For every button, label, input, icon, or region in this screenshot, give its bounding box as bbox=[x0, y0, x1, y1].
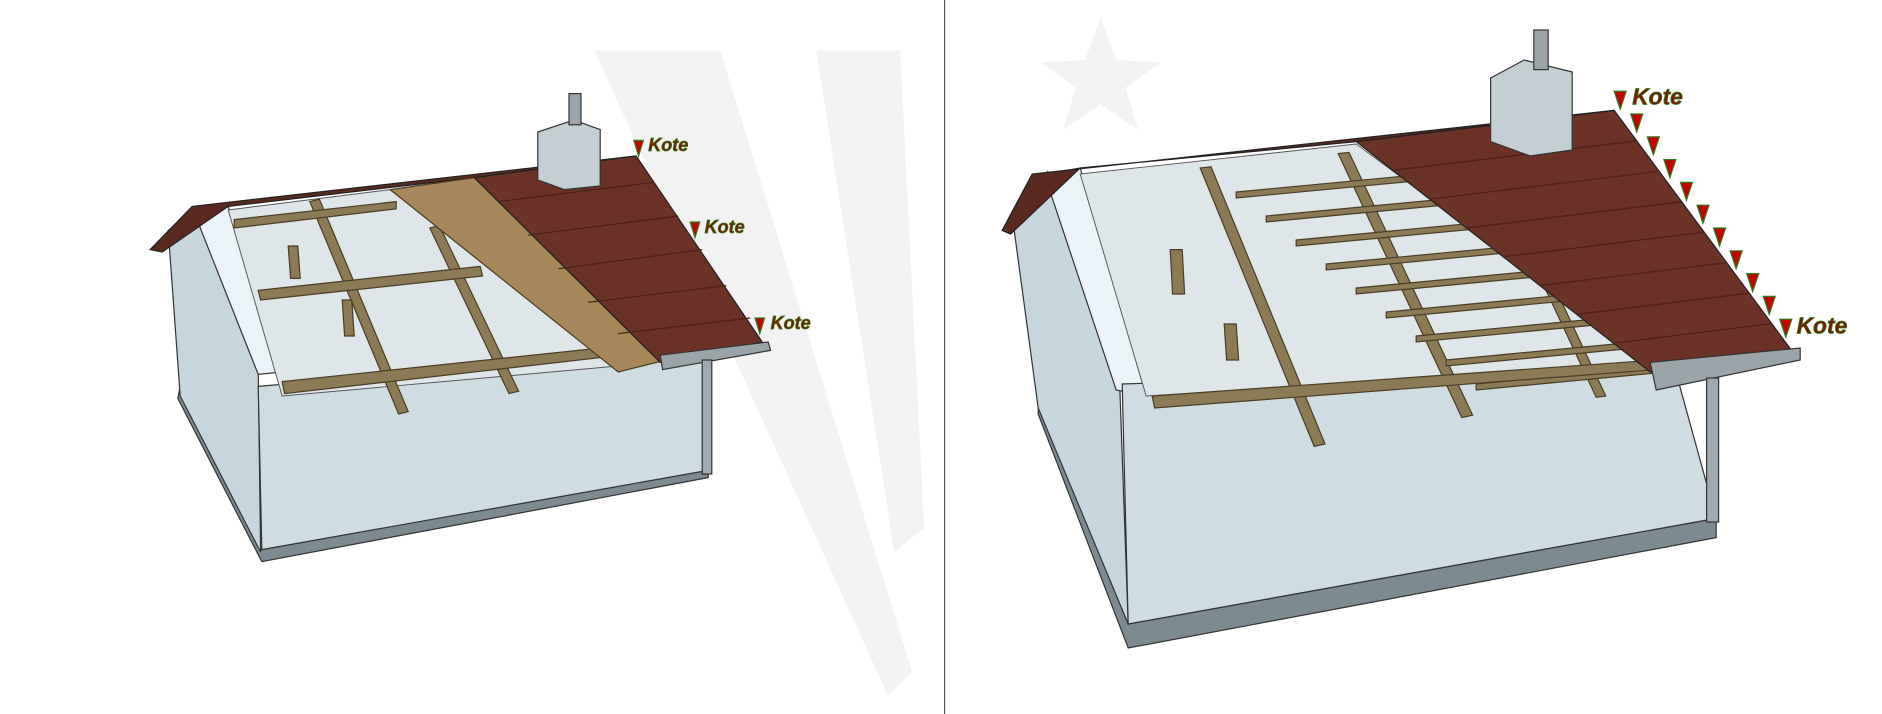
elevation-marker-icon bbox=[1629, 113, 1644, 134]
post bbox=[1223, 323, 1240, 361]
chimney bbox=[537, 119, 601, 191]
elevation-marker-icon bbox=[1745, 273, 1760, 294]
watermark-star-icon bbox=[1040, 18, 1161, 130]
kote-label: Kote bbox=[1632, 83, 1683, 109]
right-markers: Kote Kote bbox=[1613, 83, 1848, 340]
purlin bbox=[257, 265, 484, 301]
elevation-marker-icon bbox=[1696, 204, 1710, 226]
gutter bbox=[659, 341, 772, 371]
kote-label: Kote bbox=[705, 217, 745, 237]
tile-lines bbox=[498, 181, 751, 335]
elevation-marker-icon bbox=[754, 317, 766, 336]
downpipe bbox=[1706, 377, 1720, 523]
post bbox=[1169, 249, 1186, 295]
chimney bbox=[1490, 59, 1573, 157]
chimney-pipe bbox=[568, 93, 582, 126]
rafter bbox=[1199, 166, 1326, 448]
elevation-marker-icon bbox=[1613, 90, 1628, 112]
left-markers: Kote Kote Kote bbox=[632, 135, 811, 336]
tile-lines bbox=[1392, 140, 1772, 344]
elevation-marker-icon bbox=[689, 221, 701, 240]
post bbox=[341, 299, 355, 337]
tile-row-line bbox=[1576, 292, 1750, 315]
elevation-marker-icon bbox=[1712, 227, 1727, 248]
post bbox=[287, 245, 301, 279]
elevation-marker-icon bbox=[1729, 250, 1743, 271]
tile-row-line bbox=[1503, 231, 1705, 258]
elevation-marker-icon bbox=[1646, 136, 1661, 157]
elevation-marker-icon bbox=[1663, 159, 1677, 180]
kote-label: Kote bbox=[1797, 313, 1848, 339]
left-house bbox=[149, 93, 772, 563]
elevation-marker-icon bbox=[1762, 295, 1777, 317]
elevation-marker-icon bbox=[1679, 181, 1694, 203]
right-house bbox=[1001, 29, 1801, 649]
purlin bbox=[233, 200, 397, 229]
tile-row-line bbox=[1539, 262, 1727, 287]
downpipe bbox=[701, 359, 713, 475]
chimney-pipe bbox=[1533, 29, 1549, 71]
kote-label: Kote bbox=[771, 313, 811, 333]
tile-row-line bbox=[1392, 140, 1637, 171]
kote-label: Kote bbox=[648, 135, 688, 155]
rafter bbox=[308, 198, 410, 415]
tile-row-line bbox=[1466, 201, 1682, 229]
tile-row-line bbox=[1429, 170, 1660, 200]
watermark-v-right-stroke bbox=[816, 50, 925, 553]
elevation-marker-icon bbox=[1778, 318, 1793, 340]
elevation-marker-icon bbox=[632, 139, 645, 159]
tile-row-line bbox=[1613, 322, 1772, 344]
gutter bbox=[1649, 347, 1801, 391]
